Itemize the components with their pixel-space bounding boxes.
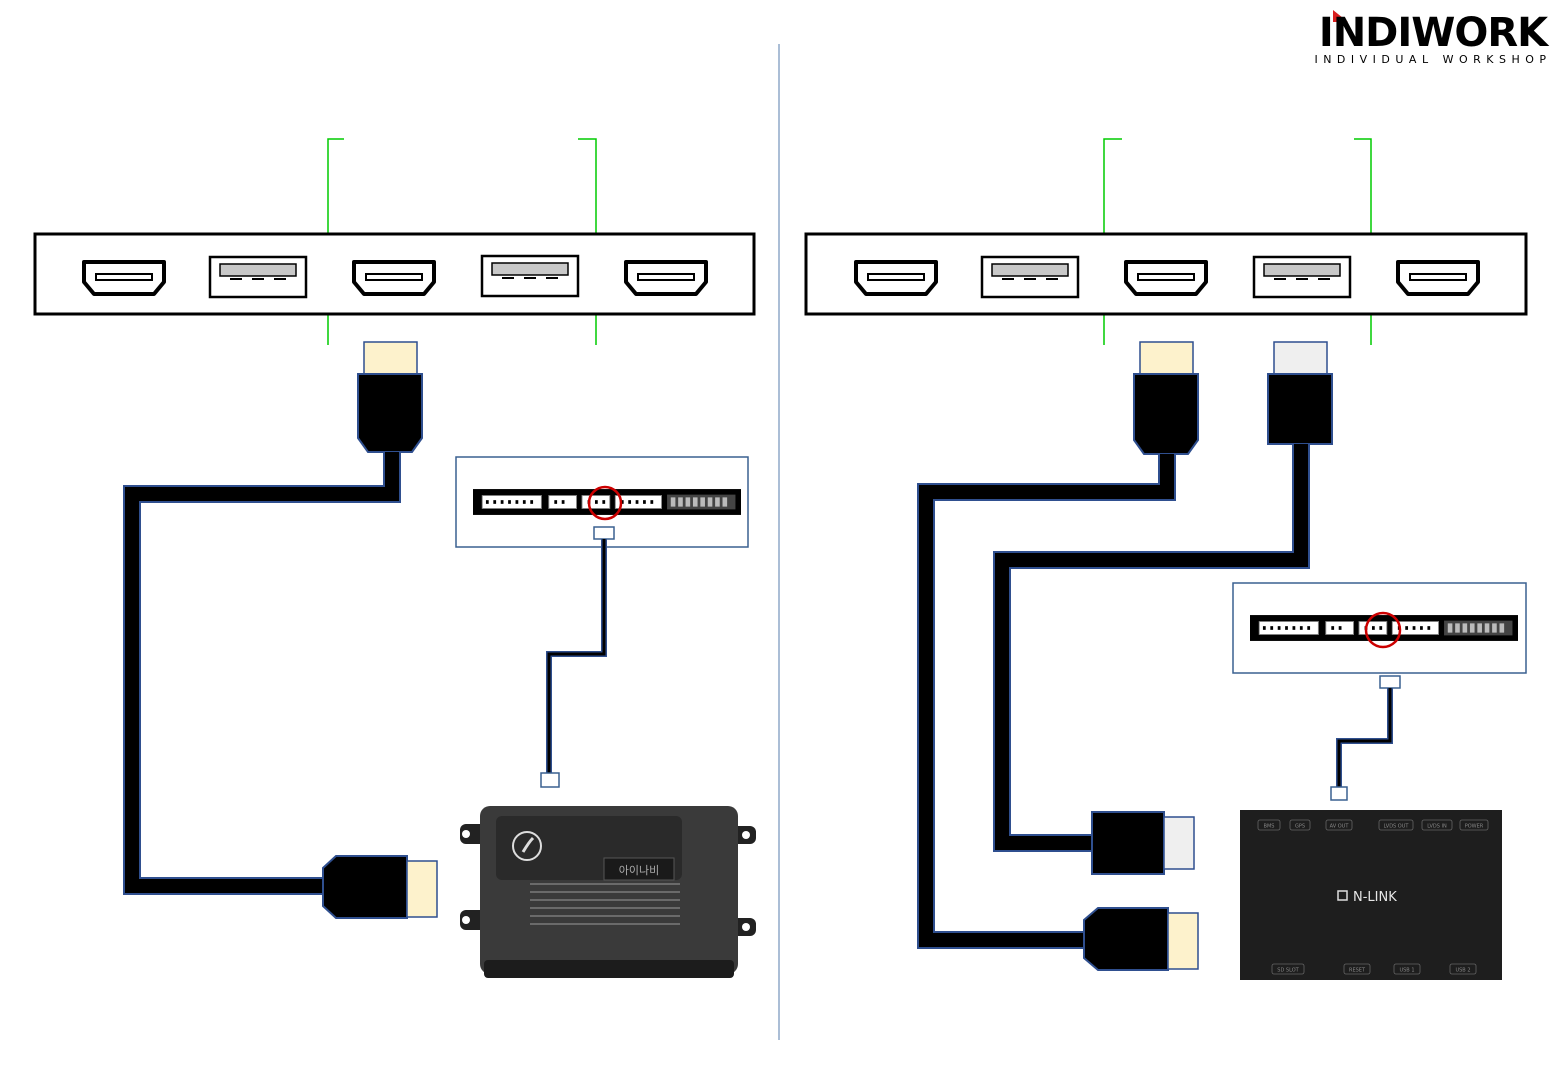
port-label-usb2: USB 2 [1455,968,1470,974]
usb-port-icon [210,257,306,297]
hdmi-port-icon [856,262,936,294]
port-label-power: POWER [1465,824,1484,830]
connector-strip [473,489,741,515]
right-diagram: BMS GPS AV OUT LVDS OUT LVDS IN POWER N-… [806,139,1526,980]
nlink-module: BMS GPS AV OUT LVDS OUT LVDS IN POWER N-… [1240,810,1502,980]
usb-port-icon [982,257,1078,297]
hdmi-plug-top [1134,342,1198,454]
hdmi-port-icon [1398,262,1478,294]
panel-connector-tab [594,527,614,539]
left-diagram: 아이나비 [35,139,756,978]
usb-plug-top [1268,342,1332,444]
port-label-gps: GPS [1295,824,1305,830]
hdmi-port-icon [84,262,164,294]
port-label-av-out: AV OUT [1330,824,1350,830]
hdmi-cable [132,452,392,886]
usb-port-icon [1254,257,1350,297]
port-label-lvds-in: LVDS IN [1427,824,1447,830]
indiwork-logo: INDIWORK INDIVIDUAL WORKSHOP [1314,10,1551,66]
port-label-usb1: USB 1 [1399,968,1414,974]
module-label: 아이나비 [619,864,659,877]
signal-cable-end [1331,787,1347,800]
port-label-sd-slot: SD SLOT [1277,968,1299,974]
port-label-bms: BMS [1264,824,1275,830]
usb-plug-bottom [1092,812,1194,874]
logo-tagline: INDIVIDUAL WORKSHOP [1314,53,1551,66]
hdmi-port-icon [354,262,434,294]
nlink-brand: N-LINK [1353,890,1397,905]
signal-cable [549,539,604,774]
logo-wordmark: INDIWORK [1319,10,1550,56]
port-label-lvds-out: LVDS OUT [1384,824,1410,830]
navigation-module: 아이나비 [460,806,756,978]
signal-cable [1339,688,1390,788]
panel-connector-tab [1380,676,1400,688]
signal-cable-end [541,773,559,787]
connector-strip [1250,615,1518,641]
hdmi-plug-bottom [323,856,437,918]
hdmi-plug-top [358,342,422,452]
usb-port-icon [482,256,578,296]
hdmi-port-icon [1126,262,1206,294]
hdmi-port-icon [626,262,706,294]
hdmi-plug-bottom [1084,908,1198,970]
port-label-reset: RESET [1349,968,1366,974]
